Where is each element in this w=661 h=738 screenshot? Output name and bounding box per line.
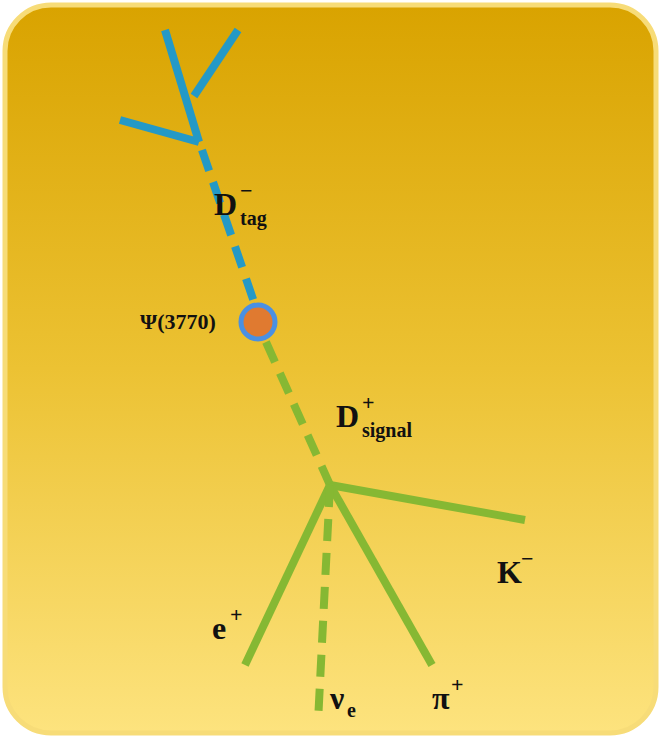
particle-symbol: D [214, 188, 237, 220]
particle-subscript: e [347, 700, 356, 720]
charge-superscript: + [230, 604, 243, 626]
charge-superscript: + [451, 674, 464, 696]
particle-symbol: D [336, 400, 359, 432]
particle-symbol: ν [330, 682, 344, 714]
production-vertex [241, 305, 275, 339]
charge-superscript: − [240, 180, 253, 202]
particle-symbol: e [212, 612, 226, 644]
tag-tracks [120, 30, 254, 302]
charge-superscript: + [362, 392, 375, 414]
signal-tracks [245, 342, 525, 722]
particle-symbol: π [432, 682, 450, 714]
particle-subscript: tag [240, 208, 267, 228]
resonance-name: Ψ(3770) [140, 311, 216, 333]
charge-superscript: − [521, 548, 534, 570]
background-panel [5, 5, 656, 733]
particle-symbol: K [497, 556, 522, 588]
particle-subscript: signal [362, 420, 412, 440]
